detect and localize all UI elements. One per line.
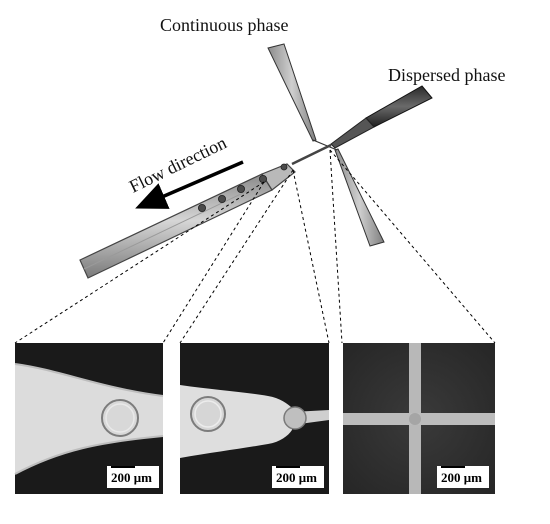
scale-bar-label: 200 μm <box>276 470 317 485</box>
droplet-image <box>190 396 226 432</box>
droplet <box>197 203 206 212</box>
scale-bar-label: 200 μm <box>111 470 152 485</box>
micrograph-collection-tube: 200 μm <box>14 343 164 494</box>
dispersed-phase-capillary <box>291 85 433 166</box>
droplet <box>280 163 288 171</box>
droplet <box>217 194 226 203</box>
continuous-phase-label: Continuous phase <box>160 15 289 35</box>
scale-bar-box <box>437 466 489 488</box>
dispersed-phase-label: Dispersed phase <box>388 65 505 85</box>
continuous-phase-capillary <box>267 43 385 247</box>
scale-bar-label: 200 μm <box>441 470 482 485</box>
scale-bar-box <box>272 466 324 488</box>
droplet-image <box>101 399 139 437</box>
zoom-lines <box>14 149 496 344</box>
micrograph-cross-junction: 200 μm <box>343 343 495 494</box>
droplet <box>236 184 245 193</box>
droplet <box>258 174 267 183</box>
scale-bar-box <box>107 466 159 488</box>
micrograph-tube-tip: 200 μm <box>180 343 329 494</box>
flow-arrow <box>135 160 244 209</box>
flow-direction-label: Flow direction <box>126 132 230 196</box>
collection-tube <box>79 163 296 279</box>
